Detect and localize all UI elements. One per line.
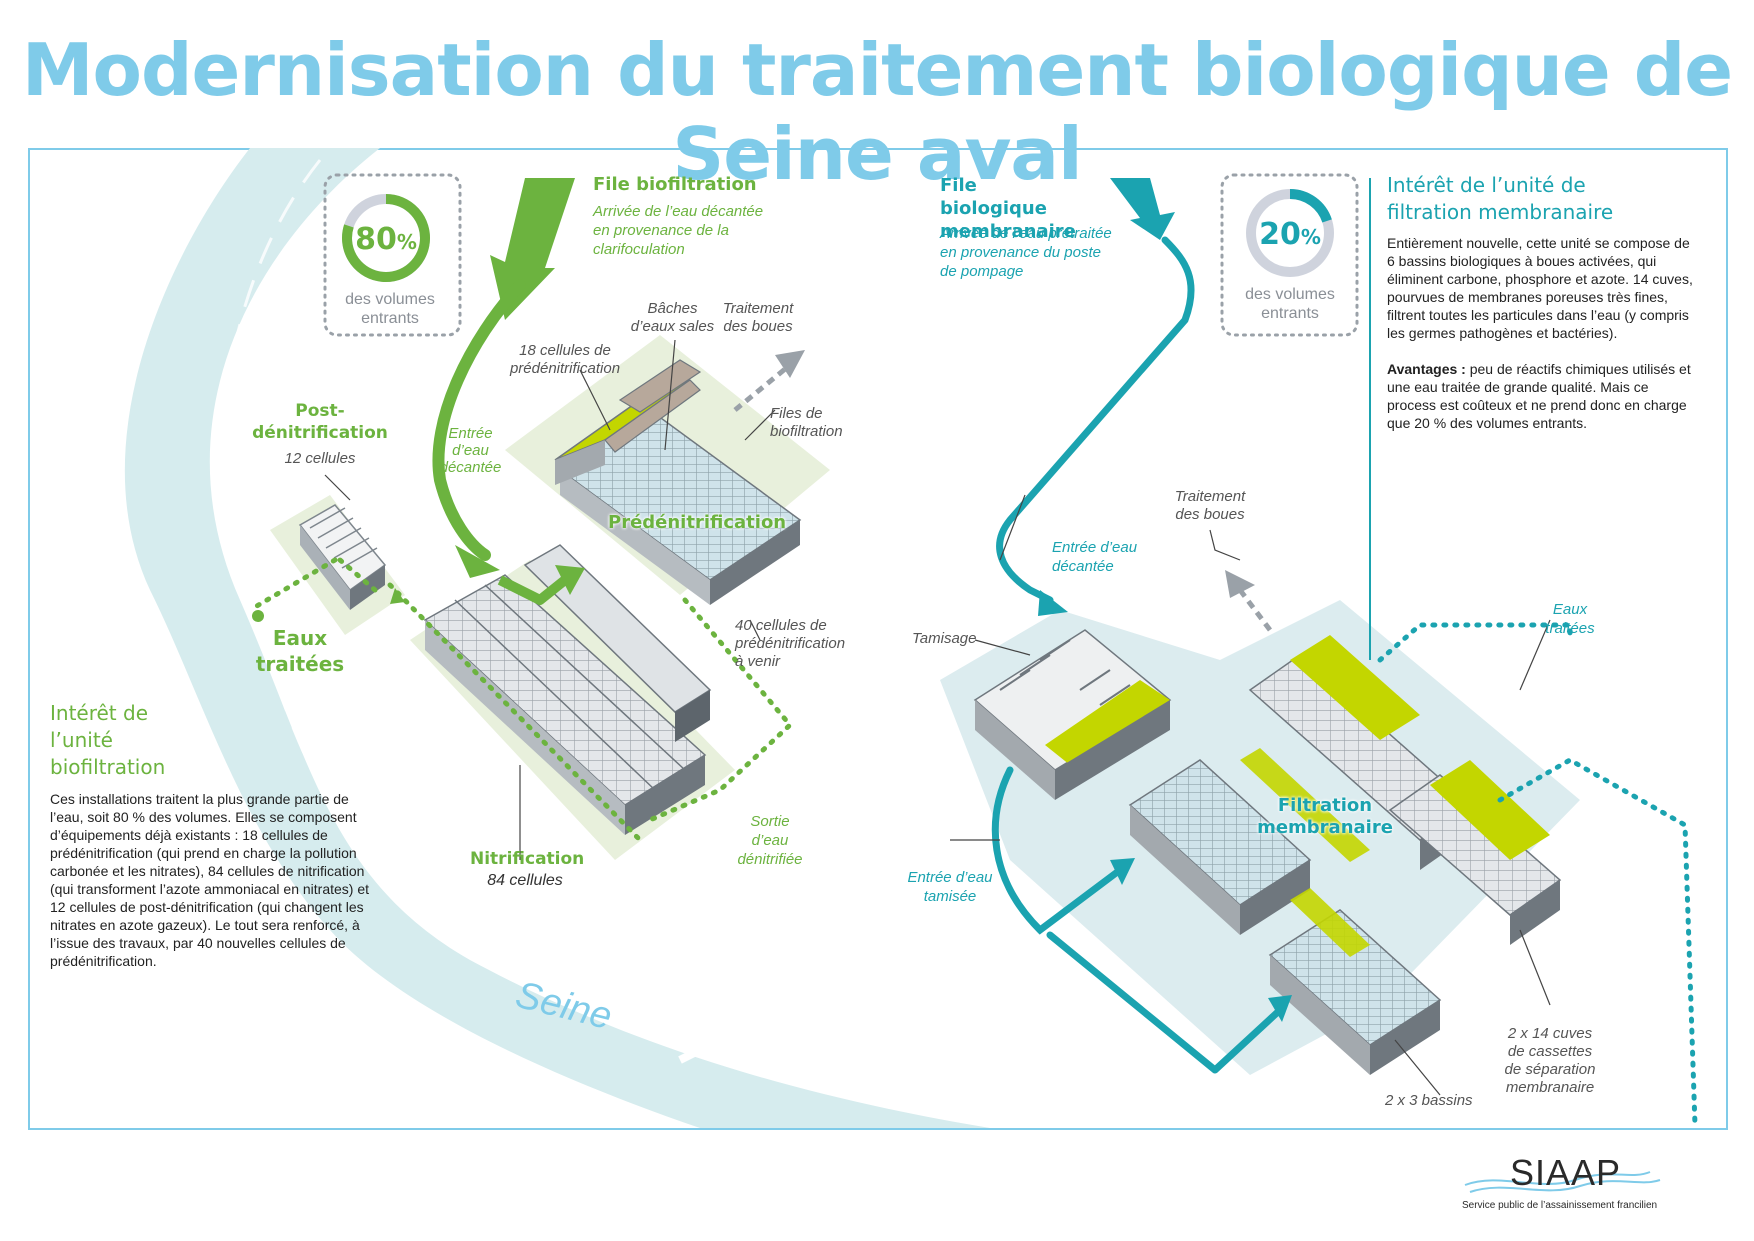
biofiltration-interet-title: Intérêt de l’unité biofiltration xyxy=(50,701,166,779)
ring-left-value: 80% xyxy=(346,222,426,257)
biofiltration-interet-body: Ces installations traitent la plus grand… xyxy=(50,791,370,969)
predenitrification-building xyxy=(554,359,802,605)
sludge-arrow-right xyxy=(1225,570,1272,632)
membrane-interet-body: Entièrement nouvelle, cette unité se com… xyxy=(1387,235,1693,341)
avantages-body: peu de réactifs chimiques utilisés et un… xyxy=(1387,361,1691,431)
membrane-flow-title: File biologique membranaire xyxy=(940,175,1076,242)
label-traitement-boues-left: Traitement des boues xyxy=(722,300,794,335)
label-files-biofiltration: Files de biofiltration xyxy=(770,405,843,440)
postdenitrification-subtitle: 12 cellules xyxy=(284,450,356,467)
label-cuves: 2 x 14 cuves de cassettes de séparation … xyxy=(1504,1025,1596,1096)
membrane-basins xyxy=(1128,635,1562,1075)
ring-left-unit: % xyxy=(396,230,417,254)
siaap-tagline: Service public de l’assainissement franc… xyxy=(1462,1200,1658,1211)
ring-right-caption: des volumes entrants xyxy=(1245,286,1335,322)
ring-20 xyxy=(1246,189,1334,277)
right-eaux-traitees: Eaux traitées xyxy=(1545,601,1595,637)
left-eaux-traitees: Eaux traitées xyxy=(255,626,345,676)
page-title: Modernisation du traitement biologique d… xyxy=(21,28,1733,196)
left-sortie-eau: Sortie d’eau dénitrifiée xyxy=(737,813,803,868)
diagram-frame xyxy=(28,148,1728,1130)
siaap-logo: SIAAP xyxy=(1510,1152,1622,1193)
ring-box-right xyxy=(1220,173,1359,337)
leader-lines xyxy=(324,339,1551,1096)
label-40-cellules: 40 cellules de prédénitrification à veni… xyxy=(735,617,846,670)
label-traitement-boues-right: Traitement des boues xyxy=(1174,488,1246,523)
postdenitrification-title: Post-dénitrification xyxy=(252,401,388,443)
biofiltration-flow-title: File biofiltration xyxy=(593,174,757,195)
avantages-label: Avantages : xyxy=(1387,361,1466,377)
label-18-cellules: 18 cellules de prédénitrification xyxy=(509,342,621,377)
nitrification-subtitle: 84 cellules xyxy=(487,872,563,889)
membrane-flow xyxy=(991,178,1698,1128)
ring-box-left xyxy=(323,173,462,337)
ring-right-number: 20 xyxy=(1259,217,1301,252)
sludge-arrow-left xyxy=(733,350,805,412)
ring-left-caption: des volumes entrants xyxy=(345,291,435,327)
membrane-avantages: Avantages : peu de réactifs chimiques ut… xyxy=(1387,360,1697,432)
filtration-membranaire-label: Filtration membranaire xyxy=(1257,795,1393,838)
membrane-interet-title: Intérêt de l’unité de filtration membran… xyxy=(1387,173,1614,224)
predenitrification-label: Prédénitrification xyxy=(608,512,787,533)
ring-right-unit: % xyxy=(1300,225,1321,249)
ring-left-number: 80 xyxy=(355,222,397,257)
river-seine xyxy=(124,148,991,1128)
label-tamisage: Tamisage xyxy=(912,630,977,647)
biofiltration-flow xyxy=(247,178,794,843)
left-entree-eau: Entrée d’eau décantée xyxy=(439,425,502,476)
right-entree-eau: Entrée d’eau décantée xyxy=(1052,539,1138,575)
biofiltration-flow-subtitle: Arrivée de l’eau décantée en provenance … xyxy=(593,203,764,258)
tamisage-building xyxy=(973,629,1172,800)
label-bassins: 2 x 3 bassins xyxy=(1385,1092,1473,1109)
ring-right-value: 20% xyxy=(1250,217,1330,252)
nitrification-title: Nitrification xyxy=(470,849,585,869)
ring-80 xyxy=(342,194,430,282)
membrane-flow-subtitle: Arrivée de l’eau prétraitée en provenanc… xyxy=(940,225,1112,280)
siaap-waves xyxy=(1464,1171,1661,1193)
right-entree-eau-tamisee: Entrée d’eau tamisée xyxy=(907,869,993,905)
label-baches: Bâches d’eaux sales xyxy=(630,300,715,335)
